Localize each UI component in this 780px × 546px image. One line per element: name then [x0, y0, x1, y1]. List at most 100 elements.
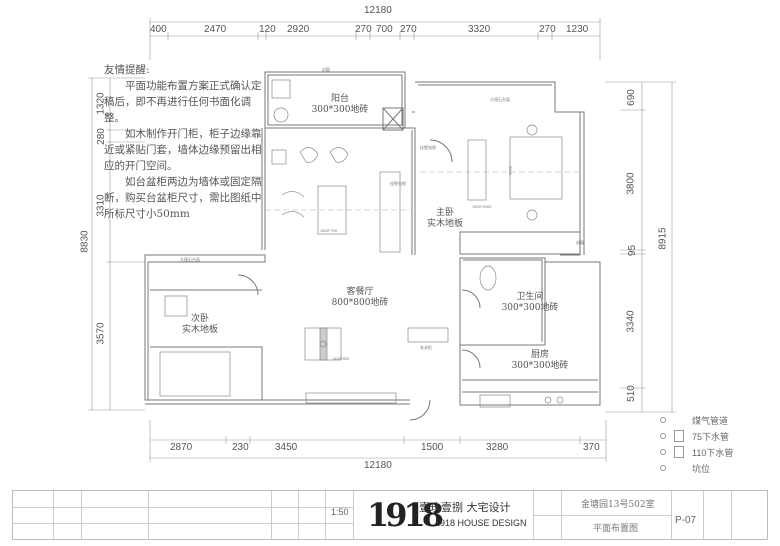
room-master-bedroom: 主卧 实木地板 — [420, 208, 470, 230]
annotation: 挂壁电视 — [390, 181, 406, 186]
divider — [148, 491, 149, 539]
stove-icon — [544, 396, 552, 404]
divider — [325, 491, 326, 539]
room-floor: 300*300地砖 — [511, 361, 569, 371]
bed-2 — [159, 351, 231, 397]
dim-left-total: 8830 — [79, 230, 91, 253]
sofa — [281, 191, 305, 218]
legend-label: 110下水管 — [692, 447, 734, 458]
door-swing — [461, 349, 481, 369]
armchairs — [299, 147, 349, 163]
company-name-cn: 壹玖壹捌 大宅设计 — [419, 501, 511, 514]
company-logo: 1918 — [367, 496, 444, 534]
room-floor: 800*800地砖 — [331, 298, 389, 308]
company-name-en: 1918 HOUSE DESIGN — [435, 518, 527, 528]
room-kitchen: 厨房 300*300地砖 — [500, 350, 580, 372]
divider — [271, 491, 272, 539]
lamp-icon — [526, 124, 538, 136]
divider — [671, 491, 672, 539]
sink-icon — [271, 79, 291, 99]
legend: 煤气管道 75下水管 110下水管 坑位 — [660, 412, 733, 476]
kitchen-counter — [462, 379, 598, 393]
divider — [731, 491, 732, 539]
annotation: 大理石台面 — [490, 97, 510, 102]
room-living-dining: 客餐厅 800*800地砖 — [310, 287, 410, 309]
drawing-number: P-07 — [675, 515, 697, 526]
annotation: 1400*800 — [332, 356, 350, 361]
washer-icon — [271, 149, 287, 165]
dim-right: 95 — [627, 244, 639, 257]
dim-right: 3340 — [625, 310, 637, 333]
dim-right: 3800 — [625, 172, 637, 195]
notes-title: 友情提醒: — [104, 64, 150, 76]
drawing-name: 平面布置图 — [593, 524, 639, 534]
title-block: 1:50 1918 壹玖壹捌 大宅设计 1918 HOUSE DESIGN 金塘… — [12, 490, 768, 540]
room-balcony: 阳台 300*300地砖 — [300, 94, 380, 116]
dim-top: 120 — [259, 24, 276, 35]
checkbox-icon — [674, 430, 684, 442]
notes-paragraph: 如台盆柜两边为墙体或固定隔断，购买台盆柜尺寸，需比图纸中所标尺寸小50mm — [104, 176, 262, 220]
dim-bottom: 2870 — [170, 442, 193, 453]
divider — [533, 515, 671, 516]
room-bathroom: 卫生间 300*300地砖 — [490, 292, 570, 314]
divider — [13, 507, 353, 508]
room-floor: 300*300地砖 — [311, 105, 369, 115]
dim-top: 2470 — [204, 24, 227, 35]
room-name: 阳台 — [330, 94, 349, 104]
door-swing — [409, 399, 431, 421]
dim-bottom: 3280 — [486, 442, 509, 453]
room-second-bedroom: 次卧 实木地板 — [170, 314, 230, 336]
room-name: 厨房 — [530, 350, 549, 360]
door-swing — [429, 139, 453, 163]
tv-master — [467, 139, 487, 201]
toilet-icon — [479, 265, 497, 291]
room-floor: 实木地板 — [426, 219, 463, 229]
divider — [81, 491, 82, 539]
room-name: 客餐厅 — [346, 287, 374, 297]
reminder-notes: 友情提醒: 平面功能布置方案正式确认定稿后，即不再进行任何书面化调整。 如木制作… — [104, 62, 264, 222]
axis-lines — [265, 171, 580, 211]
dim-bottom: 3450 — [275, 442, 298, 453]
dim-bottom: 370 — [583, 442, 600, 453]
legend-item: 坑位 — [660, 460, 733, 476]
checkbox-icon — [674, 446, 684, 458]
shoe-cabinet — [407, 327, 449, 343]
room-floor: 300*300地砖 — [501, 303, 559, 313]
kitchen-sink — [479, 394, 511, 408]
legend-item: 75下水管 — [660, 428, 733, 444]
divider — [703, 491, 704, 539]
door-swing — [461, 289, 481, 309]
annotation: 挂壁电视 — [420, 145, 436, 150]
annotation: 1500*2000 — [472, 204, 492, 209]
room-floor: 实木地板 — [181, 325, 218, 335]
dim-top: 1230 — [566, 24, 589, 35]
dim-ticks-left — [88, 77, 145, 411]
dim-top: 2920 — [287, 24, 310, 35]
divider — [298, 491, 299, 539]
drain-pipe-icon — [660, 449, 666, 455]
annotation: 封窗 — [576, 240, 584, 245]
annotation: 玄关柜 — [420, 345, 432, 350]
dim-top: 270 — [355, 24, 372, 35]
dim-right: 510 — [625, 385, 637, 402]
dim-top-total: 12180 — [364, 5, 392, 16]
dim-top: 700 — [376, 24, 393, 35]
tv-cabinet — [379, 171, 401, 253]
room-name: 卫生间 — [516, 292, 544, 302]
drain-pipe-icon — [660, 433, 666, 439]
dim-right-total: 8915 — [657, 227, 669, 250]
bed — [509, 136, 563, 200]
door-swing — [237, 274, 259, 296]
divider — [13, 523, 353, 524]
walls — [144, 71, 601, 421]
room-name: 主卧 — [435, 208, 454, 218]
dim-ticks-right — [605, 81, 676, 413]
annotation: 大理石台面 — [180, 257, 200, 262]
dim-bottom: 1500 — [421, 442, 444, 453]
dim-top: 3320 — [468, 24, 491, 35]
divider — [353, 491, 354, 539]
annotation: 2000 — [507, 166, 513, 175]
notes-paragraph: 平面功能布置方案正式确认定稿后，即不再进行任何书面化调整。 — [104, 80, 262, 124]
dim-top: 270 — [400, 24, 417, 35]
